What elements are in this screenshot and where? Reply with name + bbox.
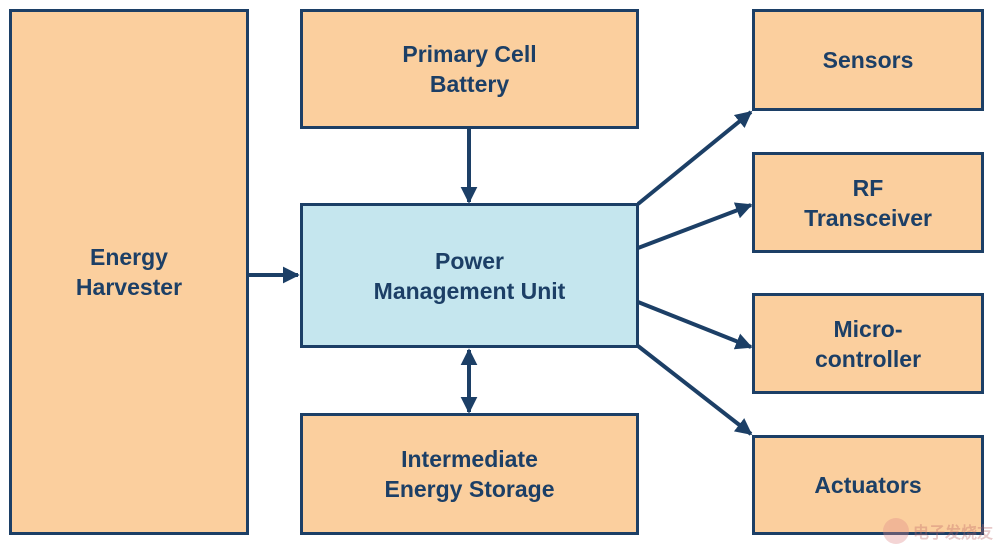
arrow-pmu-to-rf-transceiver: [637, 202, 753, 250]
power-management-unit-block: Power Management Unit: [300, 203, 639, 348]
energy-harvester-block: Energy Harvester: [9, 9, 249, 535]
intermediate-energy-storage-label: Intermediate Energy Storage: [384, 446, 555, 502]
microcontroller-block: Micro- controller: [752, 293, 984, 394]
intermediate-energy-storage-block: Intermediate Energy Storage: [300, 413, 639, 535]
watermark-logo-icon: [882, 518, 909, 544]
power-management-unit-label: Power Management Unit: [373, 247, 566, 304]
arrow-pmu-to-sensors: [636, 110, 753, 206]
sensors-block: Sensors: [752, 9, 984, 111]
energy-harvester-label: Energy Harvester: [75, 244, 183, 300]
watermark-text: 电子发烧友: [912, 523, 993, 542]
rf-transceiver-block: RF Transceiver: [752, 152, 984, 253]
watermark: 电子发烧友: [882, 518, 993, 544]
actuators-block: Actuators: [752, 435, 984, 535]
microcontroller-label: Micro- controller: [814, 315, 922, 372]
sensors-label: Sensors: [822, 47, 914, 73]
rf-transceiver-label: RF Transceiver: [804, 174, 932, 231]
primary-cell-battery-label: Primary Cell Battery: [402, 41, 537, 97]
actuators-label: Actuators: [814, 472, 922, 498]
primary-cell-battery-block: Primary Cell Battery: [300, 9, 639, 129]
arrow-pmu-to-actuators: [636, 344, 753, 436]
arrow-pmu-to-microcontroller: [637, 300, 753, 350]
